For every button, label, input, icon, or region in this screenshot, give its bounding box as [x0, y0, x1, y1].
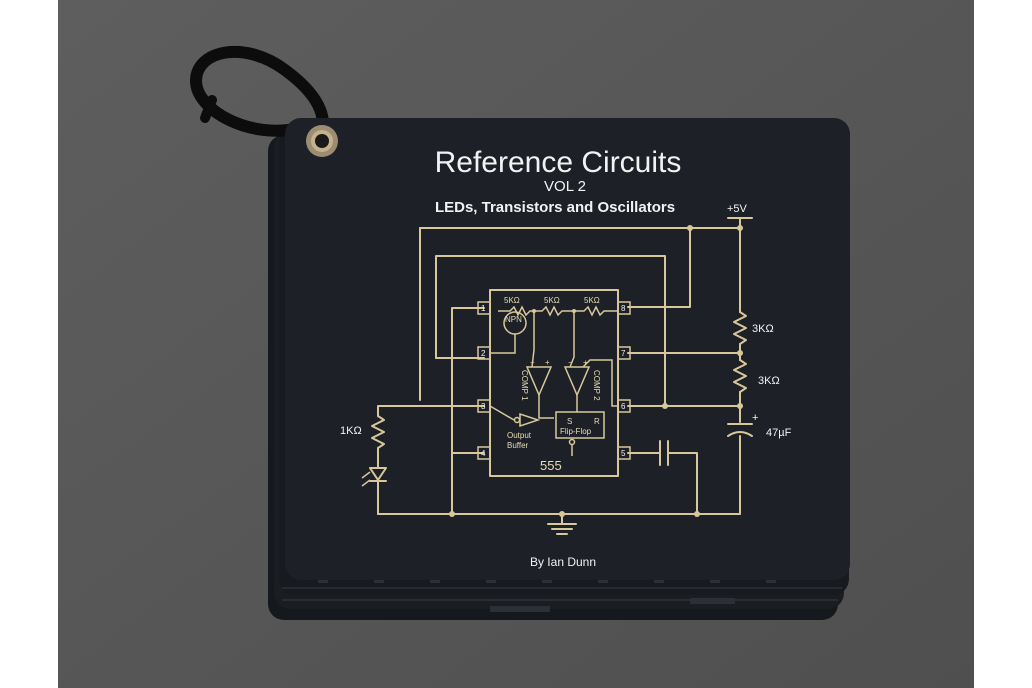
- comparator-1-icon: [525, 366, 553, 397]
- supply-label: +5V: [727, 203, 748, 215]
- card-volume: VOL 2: [544, 178, 586, 195]
- comp1-label: COMP 1: [520, 370, 529, 401]
- pin-8: 8: [621, 304, 626, 313]
- pin-1: 1: [481, 304, 486, 313]
- cap-label: 47µF: [766, 427, 792, 439]
- comp2-minus: −: [568, 358, 573, 367]
- divider-2-label: 5KΩ: [544, 296, 560, 305]
- cap-plus-label: +: [752, 412, 758, 424]
- pin-2: 2: [481, 349, 486, 358]
- buffer-label-2: Buffer: [507, 441, 529, 450]
- buffer-label-1: Output: [507, 431, 532, 440]
- npn-label: NPN: [505, 315, 522, 324]
- pin-7: 7: [621, 349, 626, 358]
- divider-3-label: 5KΩ: [584, 296, 600, 305]
- ic-label: 555: [540, 458, 562, 473]
- comparator-2-icon: [563, 366, 591, 397]
- ic-555: [489, 289, 619, 477]
- comp2-label: COMP 2: [592, 370, 601, 401]
- pin-5: 5: [621, 449, 626, 458]
- r-top-label: 3KΩ: [752, 323, 774, 335]
- card-title: Reference Circuits: [435, 146, 682, 179]
- r-bottom-label: 3KΩ: [758, 375, 780, 387]
- schematic-diagram: +5V 3KΩ 3KΩ + 47µF: [340, 203, 792, 535]
- flipflop-r: R: [594, 417, 600, 426]
- divider-1-label: 5KΩ: [504, 296, 520, 305]
- comp2-plus: +: [583, 358, 588, 367]
- card-author: By Ian Dunn: [530, 555, 596, 569]
- flip-flop: [555, 411, 605, 439]
- flipflop-s: S: [567, 417, 572, 426]
- led-resistor-label: 1KΩ: [340, 425, 362, 437]
- pin-3: 3: [481, 402, 486, 411]
- binder-ring-icon: [190, 45, 330, 146]
- pin-4: 4: [481, 449, 486, 458]
- comp1-plus: +: [545, 358, 550, 367]
- eyelet-icon: [306, 125, 338, 157]
- front-card: [285, 118, 850, 580]
- card-subtitle: LEDs, Transistors and Oscillators: [435, 199, 675, 216]
- pin-6: 6: [621, 402, 626, 411]
- flipflop-label: Flip-Flop: [560, 427, 592, 436]
